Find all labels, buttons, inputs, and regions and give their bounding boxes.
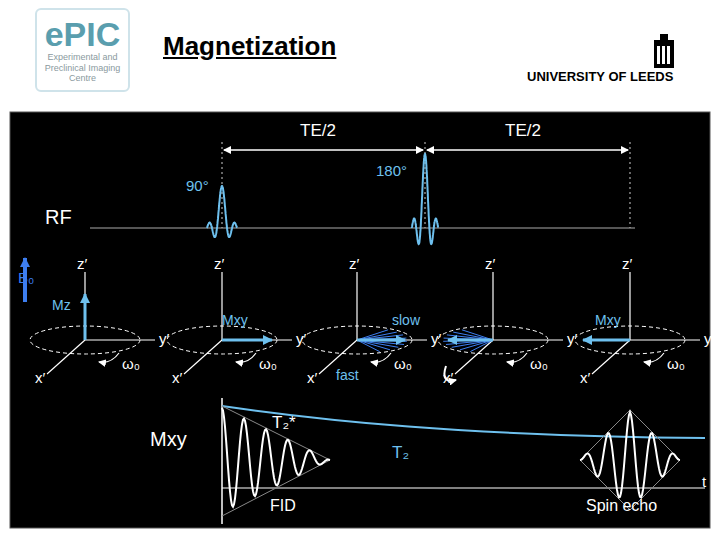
frequency-label: ω₀ xyxy=(259,356,277,373)
axis-label: z′ xyxy=(485,256,495,273)
axis-label: z′ xyxy=(622,256,632,273)
axis-label: Mxy xyxy=(150,428,187,450)
vector-label: Mxy xyxy=(222,313,248,328)
axis-label: z′ xyxy=(77,256,87,273)
axis-label: y′ xyxy=(704,331,714,348)
signal-label: FID xyxy=(270,497,296,515)
spin-vector xyxy=(446,340,493,345)
panel xyxy=(10,112,710,528)
signal-trace xyxy=(580,412,680,497)
frequency-label: ω₀ xyxy=(667,356,685,373)
axis-label: t xyxy=(702,474,706,491)
dephasing-label: fast xyxy=(336,368,359,383)
crest-icon xyxy=(654,34,674,68)
axis-label: x′ xyxy=(307,370,317,387)
vector-label: Mz xyxy=(52,298,71,313)
pulse-angle: 90° xyxy=(186,178,209,195)
spin-vector xyxy=(357,340,380,352)
frequency-label: ω₀ xyxy=(394,356,412,373)
logo-subtitle: Experimental and Preclinical Imaging Cen… xyxy=(40,52,125,83)
logo-box: ePICExperimental and Preclinical Imaging… xyxy=(35,8,130,92)
axis-label: y′ xyxy=(431,331,441,348)
axis-label: y′ xyxy=(296,331,306,348)
frequency-label: ω₀ xyxy=(122,356,140,373)
decay-label: T₂ xyxy=(392,444,409,463)
vector-label: Mxy xyxy=(595,313,621,328)
institution-name: UNIVERSITY OF LEEDS xyxy=(527,70,673,84)
axis-label: y′ xyxy=(159,331,169,348)
axis-label: x′ xyxy=(35,370,45,387)
signal-trace xyxy=(222,408,330,507)
frequency-label: ω₀ xyxy=(530,356,548,373)
page-title: Magnetization xyxy=(163,32,336,61)
axis-label: z′ xyxy=(214,256,224,273)
time-label: TE/2 xyxy=(505,122,541,141)
axis-label: z′ xyxy=(349,256,359,273)
axis-label: x′ xyxy=(443,370,453,387)
signal-trace xyxy=(412,154,438,244)
rf-label: RF xyxy=(45,206,72,228)
decay-label: T₂* xyxy=(272,414,296,433)
spin-vector xyxy=(443,340,493,341)
signal-trace xyxy=(207,186,237,237)
axis-label: x′ xyxy=(580,370,590,387)
field-label: B₀ xyxy=(18,270,34,287)
dephasing-label: slow xyxy=(392,313,420,328)
signal-label: Spin echo xyxy=(586,497,657,515)
logo-name: ePIC xyxy=(45,17,121,53)
spin-vector xyxy=(357,338,406,340)
spin-vector xyxy=(462,330,493,340)
time-label: TE/2 xyxy=(300,122,336,141)
axis-label: x′ xyxy=(172,370,182,387)
pulse-angle: 180° xyxy=(376,163,407,180)
spin-vector xyxy=(357,340,407,341)
axis-label: y′ xyxy=(567,331,577,348)
